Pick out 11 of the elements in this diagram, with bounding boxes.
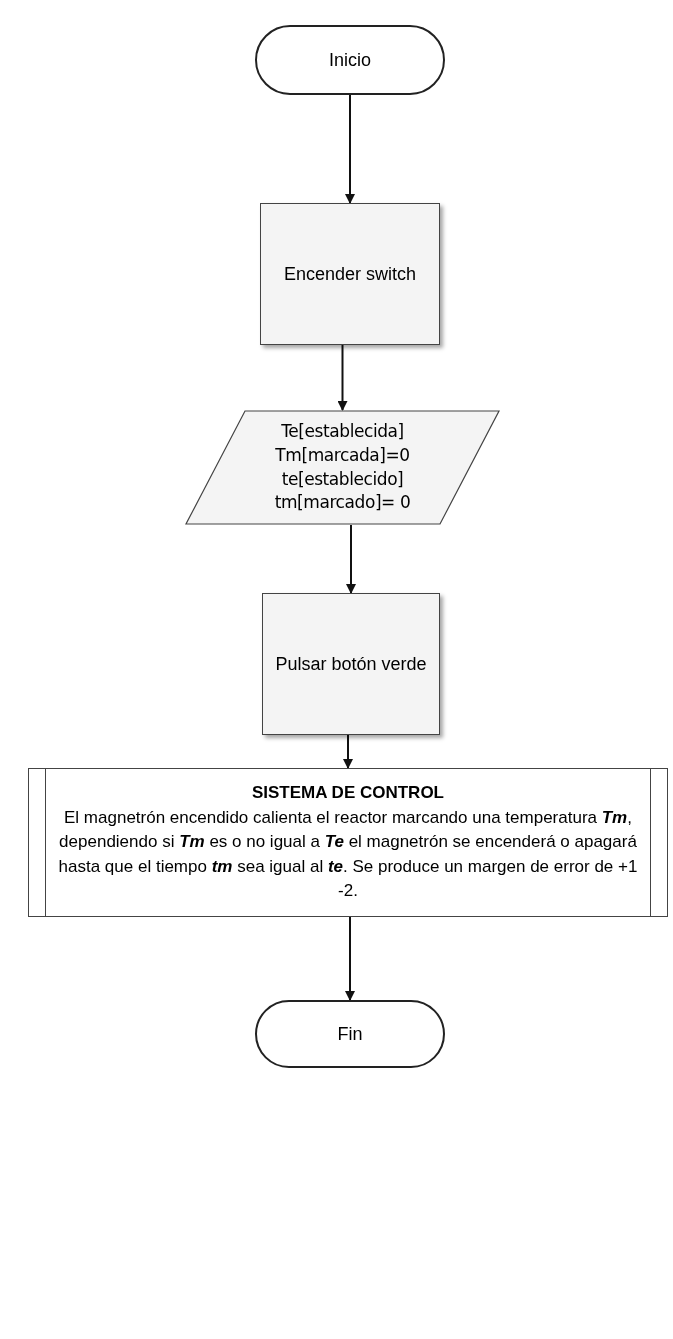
arrow: [345, 94, 355, 204]
arrow: [343, 734, 353, 769]
terminal-shape: Fin: [255, 1000, 445, 1068]
predefined-process-box: SISTEMA DE CONTROL El magnetrón encendido calienta el reactor marcando una temperatura Tm, dependiendo si Tm es o no igual a Te el magnetrón se encenderá o apagará hasta que el tiempo tm sea igual al te. Se produce un margen de error de +1 -2.: [28, 768, 668, 917]
arrow: [345, 916, 355, 1001]
terminal-shape: Inicio: [255, 25, 445, 95]
input-parallelogram: Te[establecida] Tm[marcada]=0 te[establecido] tm[marcado]= 0: [185, 410, 500, 525]
arrow: [337, 344, 348, 411]
arrow: [346, 524, 356, 594]
process-box: Pulsar botón verde: [262, 593, 440, 735]
process-box: Encender switch: [260, 203, 440, 345]
